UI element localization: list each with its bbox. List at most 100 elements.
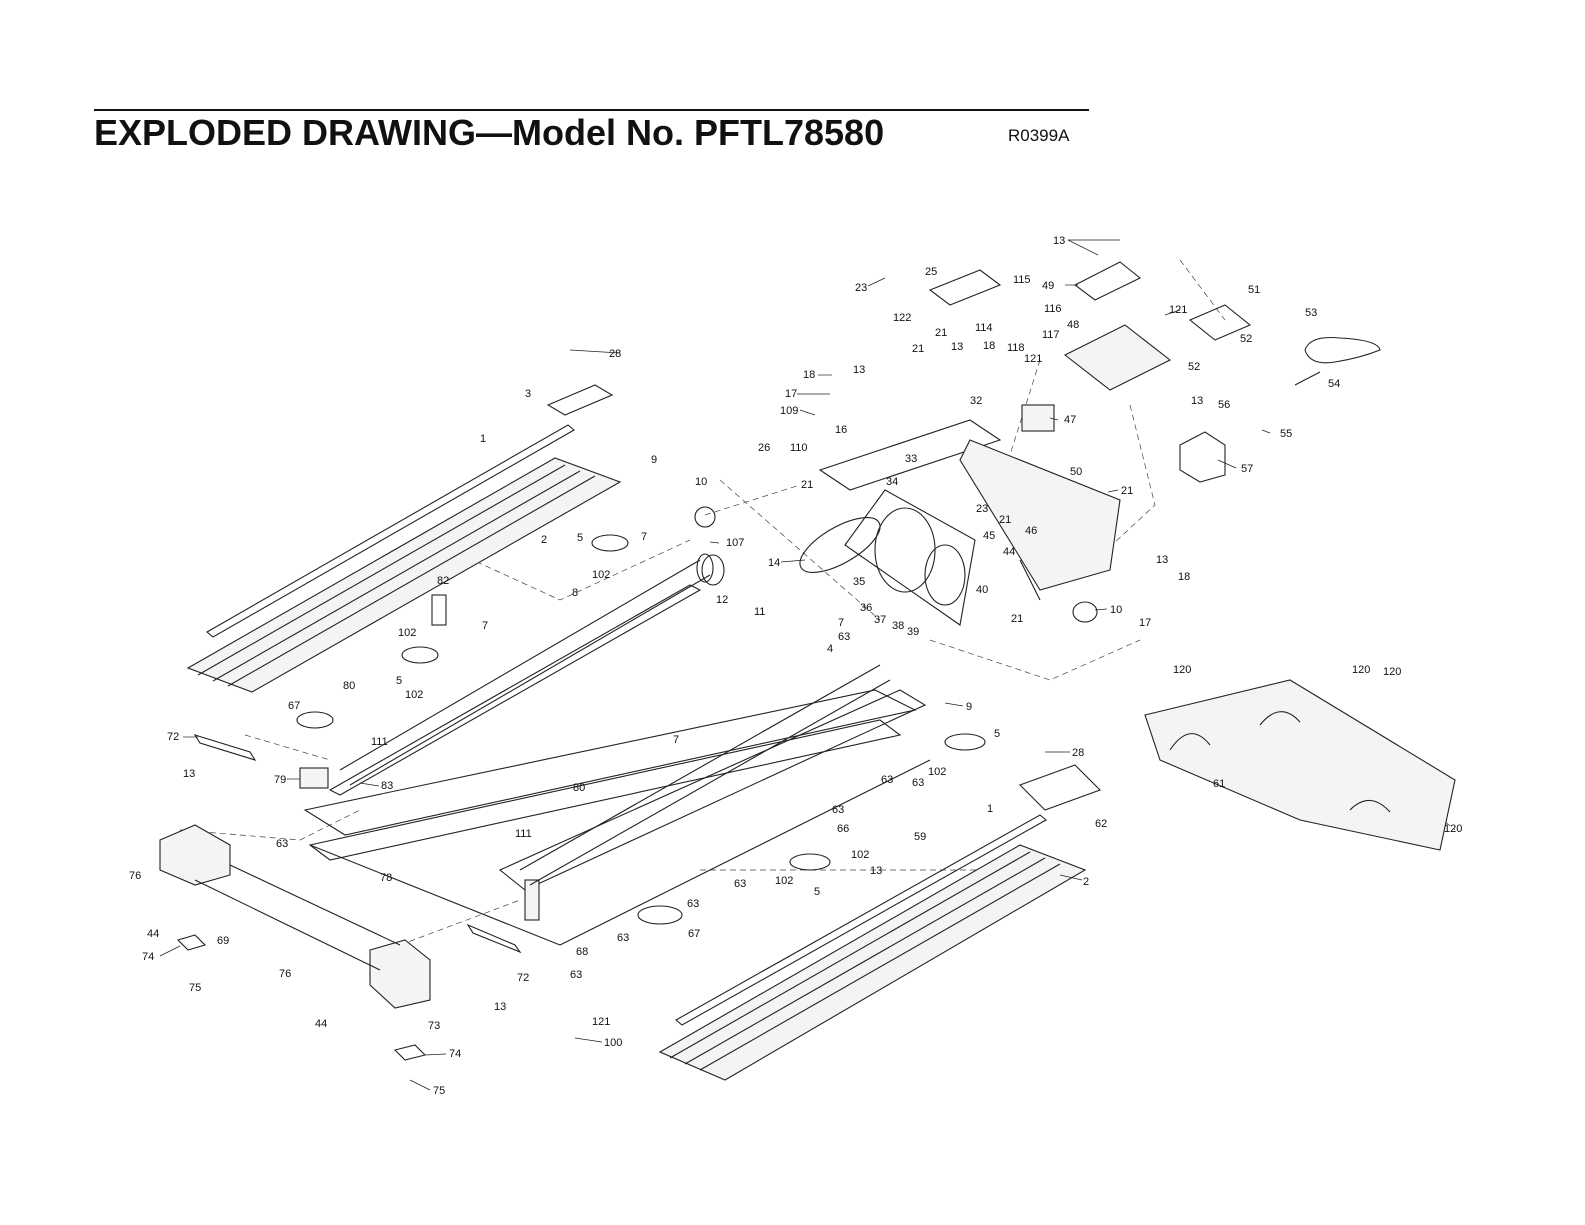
callout-label: 2 xyxy=(541,534,547,546)
callout-label: 54 xyxy=(1328,378,1340,390)
callout-label: 9 xyxy=(651,454,657,466)
transformer xyxy=(1021,404,1055,432)
callout-label: 52 xyxy=(1240,333,1252,345)
callout-label: 44 xyxy=(1003,546,1015,558)
callout-label: 28 xyxy=(609,348,621,360)
callout-label: 7 xyxy=(482,620,488,632)
callout-label: 48 xyxy=(1067,319,1079,331)
callout-label: 120 xyxy=(1173,664,1191,676)
main-frame xyxy=(299,584,931,946)
callout-label: 3 xyxy=(525,388,531,400)
rail-72-left xyxy=(193,734,257,761)
callout-label: 39 xyxy=(907,626,919,638)
callout-label: 49 xyxy=(1042,280,1054,292)
callout-label: 56 xyxy=(1218,399,1230,411)
callout-label: 52 xyxy=(1188,361,1200,373)
callout-label: 17 xyxy=(1139,617,1151,629)
callout-label: 28 xyxy=(1072,747,1084,759)
foot-right xyxy=(393,1044,427,1061)
callout-label: 75 xyxy=(189,982,201,994)
callout-label: 8 xyxy=(572,587,578,599)
callout-label: 78 xyxy=(380,872,392,884)
callout-label: 12 xyxy=(716,594,728,606)
isolators xyxy=(296,534,986,925)
callout-label: 33 xyxy=(905,453,917,465)
callout-label: 46 xyxy=(1025,525,1037,537)
power-cord xyxy=(1294,336,1381,386)
callout-label: 73 xyxy=(428,1020,440,1032)
callout-label: 120 xyxy=(1352,664,1370,676)
callout-label: 13 xyxy=(1053,235,1065,247)
page-title: EXPLODED DRAWING—Model No. PFTL78580 xyxy=(94,112,885,153)
callout-label: 50 xyxy=(1070,466,1082,478)
front-roller xyxy=(519,664,891,886)
callout-label: 21 xyxy=(801,479,813,491)
callout-label: 9 xyxy=(966,701,972,713)
callout-label: 37 xyxy=(874,614,886,626)
callout-label: 21 xyxy=(1011,613,1023,625)
bracket-62 xyxy=(1019,764,1101,811)
callout-label: 13 xyxy=(853,364,865,376)
callout-label: 102 xyxy=(405,689,423,701)
motor-hood-base xyxy=(1144,679,1456,851)
callout-label: 67 xyxy=(288,700,300,712)
leader-lines xyxy=(159,239,1271,1091)
callout-label: 59 xyxy=(914,831,926,843)
callout-label: 63 xyxy=(276,838,288,850)
callout-label: 83 xyxy=(381,780,393,792)
wheel-rear xyxy=(694,506,716,528)
callout-label: 102 xyxy=(775,875,793,887)
callout-label: 7 xyxy=(641,531,647,543)
callout-label: 26 xyxy=(758,442,770,454)
callout-label: 34 xyxy=(886,476,898,488)
callout-label: 111 xyxy=(371,736,388,748)
callout-label: 21 xyxy=(1121,485,1133,497)
callout-label: 110 xyxy=(790,442,808,454)
bracket-3 xyxy=(546,384,614,416)
title-rule xyxy=(94,109,1089,111)
callout-label: 45 xyxy=(983,530,995,542)
callout-label: 32 xyxy=(970,395,982,407)
callout-label: 69 xyxy=(217,935,229,947)
callout-label: 21 xyxy=(912,343,924,355)
callout-label: 7 xyxy=(838,617,844,629)
callout-label: 23 xyxy=(855,282,867,294)
callout-label: 13 xyxy=(494,1001,506,1013)
callout-label: 21 xyxy=(999,514,1011,526)
callout-label: 44 xyxy=(147,928,159,940)
callout-label: 102 xyxy=(592,569,610,581)
callout-label: 121 xyxy=(1024,353,1042,365)
callout-label: 5 xyxy=(994,728,1000,740)
callout-label: 62 xyxy=(1095,818,1107,830)
callout-label: 63 xyxy=(838,631,850,643)
callout-label: 13 xyxy=(1191,395,1203,407)
callout-label: 10 xyxy=(1110,604,1122,616)
controller-board xyxy=(1063,324,1172,391)
callout-label: 74 xyxy=(449,1048,461,1060)
callout-label: 63 xyxy=(687,898,699,910)
rear-roller xyxy=(339,553,714,786)
motor-assembly xyxy=(844,489,976,626)
callout-label: 76 xyxy=(279,968,291,980)
callout-label: 109 xyxy=(780,405,798,417)
callout-label: 72 xyxy=(167,731,179,743)
callout-label: 102 xyxy=(851,849,869,861)
callout-label: 25 xyxy=(925,266,937,278)
callout-label: 35 xyxy=(853,576,865,588)
callout-label: 102 xyxy=(928,766,946,778)
callout-label: 5 xyxy=(396,675,402,687)
callout-label: 117 xyxy=(1042,329,1060,341)
callout-label: 82 xyxy=(437,575,449,587)
callout-label: 61 xyxy=(1213,778,1225,790)
callout-label: 51 xyxy=(1248,284,1260,296)
callout-label: 5 xyxy=(577,532,583,544)
callout-label: 118 xyxy=(1007,342,1025,354)
callout-label: 67 xyxy=(688,928,700,940)
callout-label: 63 xyxy=(617,932,629,944)
drawing-code: R0399A xyxy=(1008,126,1070,145)
callout-label: 23 xyxy=(976,503,988,515)
callout-label: 13 xyxy=(870,865,882,877)
pulley xyxy=(701,554,725,586)
rear-endcap xyxy=(159,824,431,1009)
callout-label: 115 xyxy=(1013,274,1031,286)
